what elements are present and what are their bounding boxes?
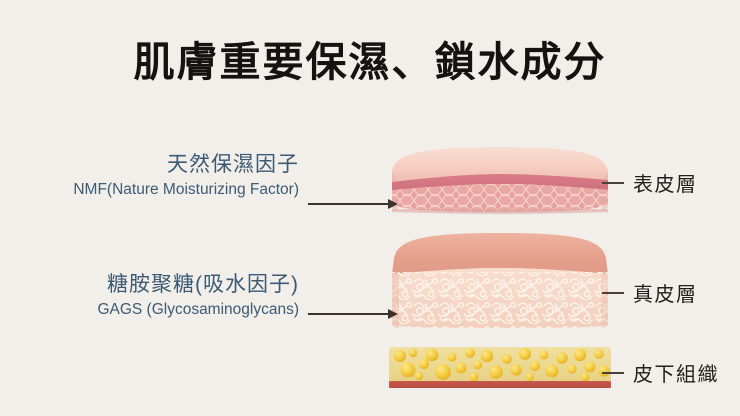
arrow-gags-to-dermis <box>308 307 398 321</box>
arrow-shaft <box>308 313 389 315</box>
arrow-head-icon <box>388 309 398 319</box>
arrow-shaft <box>308 203 389 205</box>
subcutaneous-bottom-strip <box>389 381 611 388</box>
label-nmf-chinese: 天然保濕因子 <box>167 153 299 176</box>
label-glycosaminoglycans: 糖胺聚糖(吸水因子) GAGS (Glycosaminoglycans) <box>4 272 299 320</box>
epidermis-rose-band <box>392 174 608 192</box>
label-epidermis-text: 表皮層 <box>633 174 698 196</box>
label-subcutaneous: 皮下組織 <box>602 358 719 387</box>
dermis-svg <box>392 233 608 328</box>
epidermis-svg <box>392 147 608 214</box>
label-dermis: 真皮層 <box>602 278 698 307</box>
label-dermis-text: 真皮層 <box>633 284 698 306</box>
label-epidermis: 表皮層 <box>602 168 698 197</box>
label-subcutaneous-text: 皮下組織 <box>633 364 719 386</box>
arrow-nmf-to-epidermis <box>308 197 398 211</box>
leader-dash-icon <box>602 181 624 184</box>
fat-globules <box>394 348 610 381</box>
dermis-collagen-fibers <box>392 272 608 328</box>
epidermis-top-surface <box>392 147 608 182</box>
leader-dash-icon <box>602 371 624 374</box>
subcutaneous-layer-graphic <box>386 344 614 392</box>
subcutaneous-svg <box>389 347 611 388</box>
arrow-head-icon <box>388 199 398 209</box>
page-title: 肌膚重要保濕、鎖水成分 <box>133 39 607 85</box>
epidermis-cell-pattern <box>392 184 608 212</box>
dermis-top-surface <box>392 233 608 274</box>
leader-dash-icon <box>602 291 624 294</box>
label-nmf-english: NMF(Nature Moisturizing Factor) <box>73 180 299 198</box>
epidermis-layer-graphic <box>386 140 614 220</box>
label-gags-english: GAGS (Glycosaminoglycans) <box>97 300 299 318</box>
label-natural-moisturizing-factor: 天然保濕因子 NMF(Nature Moisturizing Factor) <box>4 152 299 200</box>
dermis-layer-graphic <box>386 228 614 336</box>
label-gags-chinese: 糖胺聚糖(吸水因子) <box>107 273 299 296</box>
